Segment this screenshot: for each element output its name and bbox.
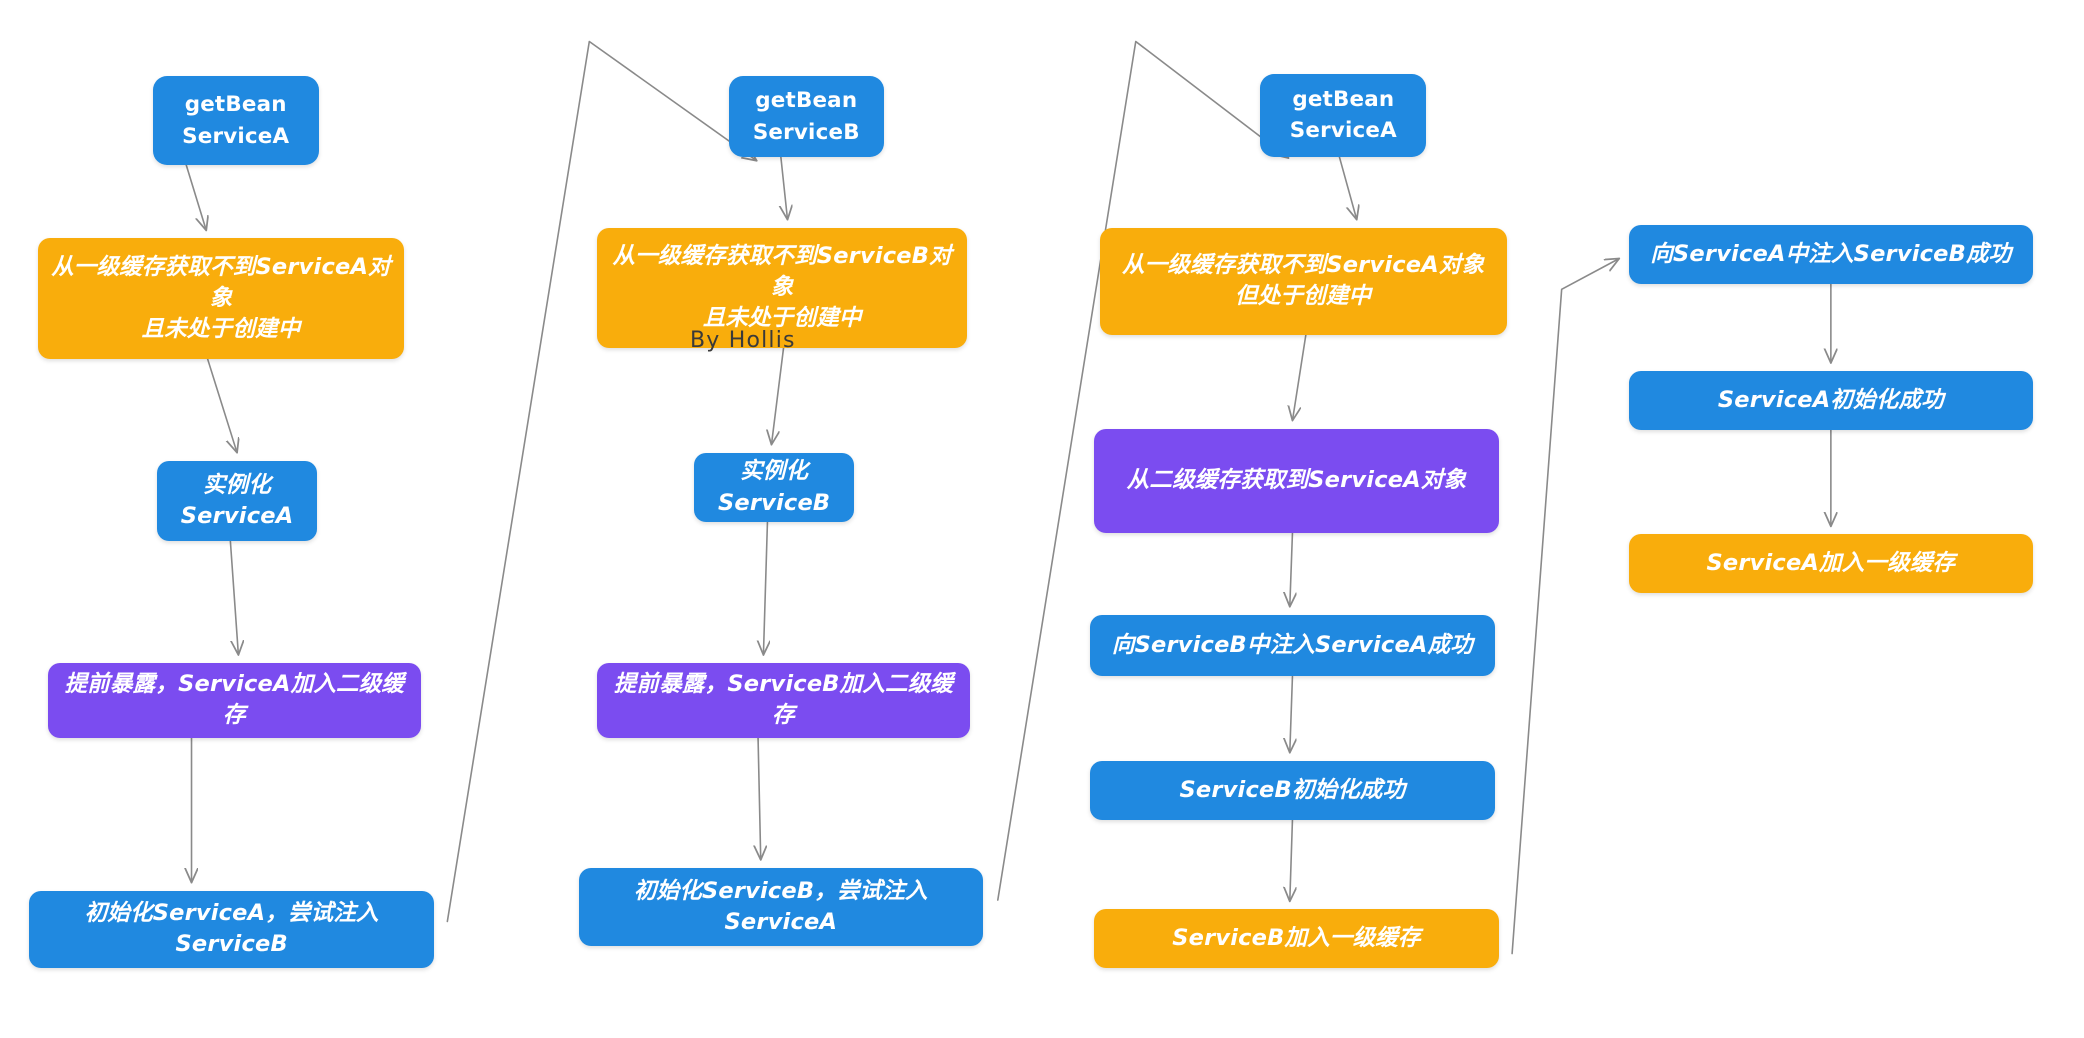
edge-c2n1-to-c2n2 xyxy=(781,155,788,220)
node-c3n1[interactable]: getBean ServiceA xyxy=(1260,73,1427,157)
edge-c3n2-to-c3n3 xyxy=(1292,334,1307,421)
node-c4n3[interactable]: ServiceA加入一级缓存 xyxy=(1628,534,2034,594)
node-c2n4[interactable]: 提前暴露，ServiceB加入二级缓存 xyxy=(597,662,970,738)
edge-c1n1-to-c1n2 xyxy=(185,163,206,231)
edge-c3n4-to-c3n5 xyxy=(1290,675,1293,752)
node-c1n4[interactable]: 提前暴露，ServiceA加入二级缓存 xyxy=(48,662,421,738)
edges-group xyxy=(185,40,1831,955)
edge-c3n5-to-c3n6 xyxy=(1290,818,1293,902)
edge-c3n6-to-c4n1 xyxy=(1511,258,1619,955)
node-c1n2[interactable]: 从一级缓存获取不到ServiceA对象 且未处于创建中 xyxy=(37,238,405,359)
node-c1n3[interactable]: 实例化ServiceA xyxy=(156,460,318,542)
edge-c2n2-to-c2n3 xyxy=(771,347,785,444)
edge-c3n1-to-c3n2 xyxy=(1338,155,1356,220)
edge-c2n4-to-c2n5 xyxy=(758,737,761,860)
node-c2n3[interactable]: 实例化ServiceB xyxy=(693,452,855,523)
node-c2n5[interactable]: 初始化ServiceB，尝试注入ServiceA xyxy=(578,867,984,946)
node-c3n2[interactable]: 从一级缓存获取不到ServiceA对象 但处于创建中 xyxy=(1099,227,1507,335)
credit-label: By Hollis xyxy=(690,328,796,353)
edge-c3n3-to-c3n4 xyxy=(1290,532,1293,607)
node-c1n5[interactable]: 初始化ServiceA，尝试注入ServiceB xyxy=(29,890,434,969)
node-c4n1[interactable]: 向ServiceA中注入ServiceB成功 xyxy=(1628,225,2034,284)
edge-c1n2-to-c1n3 xyxy=(206,358,237,453)
node-c3n3[interactable]: 从二级缓存获取到ServiceA对象 xyxy=(1094,428,1499,534)
edge-c2n3-to-c2n4 xyxy=(763,521,767,655)
node-c1n1[interactable]: getBean ServiceA xyxy=(152,76,319,165)
node-c3n6[interactable]: ServiceB加入一级缓存 xyxy=(1094,909,1499,969)
node-c3n4[interactable]: 向ServiceB中注入ServiceA成功 xyxy=(1090,614,1495,677)
node-c4n2[interactable]: ServiceA初始化成功 xyxy=(1628,370,2034,430)
edge-c1n3-to-c1n4 xyxy=(229,540,238,655)
node-c2n1[interactable]: getBean ServiceB xyxy=(728,76,884,157)
node-c3n5[interactable]: ServiceB初始化成功 xyxy=(1090,760,1495,820)
node-c2n2[interactable]: 从一级缓存获取不到ServiceB对象 且未处于创建中 xyxy=(597,227,967,349)
